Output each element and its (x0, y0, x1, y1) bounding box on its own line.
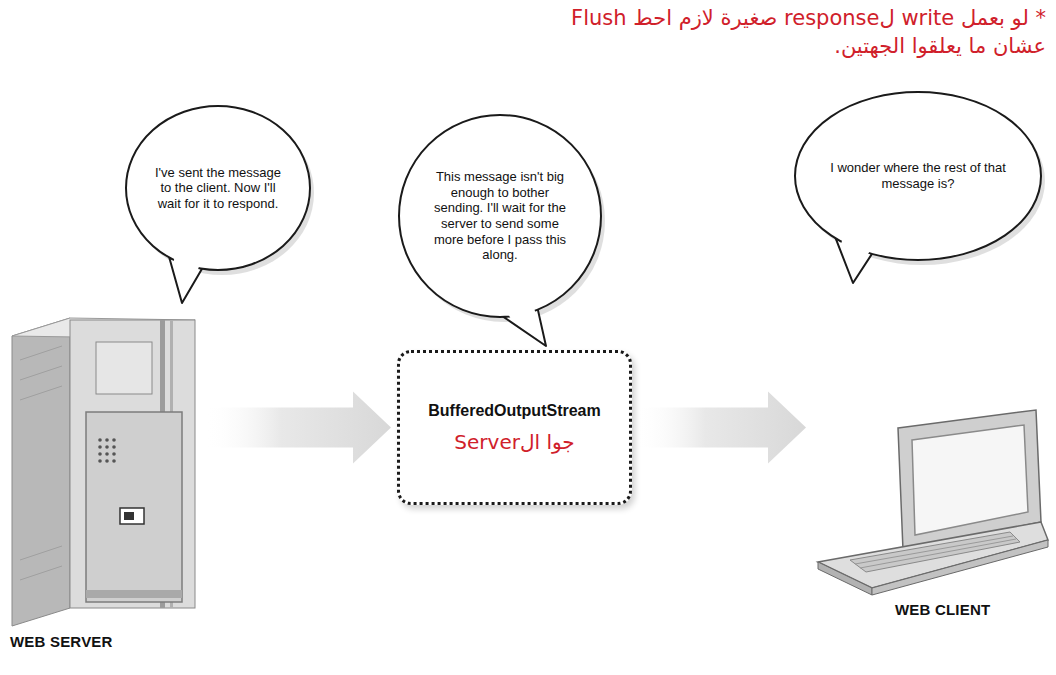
handwritten-note: * لو بعمل write لresponse صغيرة لازم احط… (518, 4, 1046, 61)
laptop-screen (912, 425, 1028, 535)
bubble-text: This message isn't big enough to bother … (426, 169, 574, 263)
bubble-text: I wonder where the rest of that message … (828, 160, 1008, 191)
bubble-text-block: I've sent the message to the client. Now… (151, 165, 286, 212)
server-grille (98, 438, 116, 463)
server-vent (20, 566, 62, 580)
speech-bubble: I've sent the message to the client. Now… (124, 104, 312, 272)
speech-bubble: I wonder where the rest of that message … (793, 90, 1043, 262)
bubble-text-block: I wonder where the rest of that message … (828, 160, 1008, 191)
server-slot (120, 508, 144, 524)
keyboard-row (860, 539, 1016, 568)
bubble-join (506, 305, 536, 320)
buffer-box: BufferedOutputStream جوا الServer (397, 350, 632, 505)
block-arrow (208, 392, 391, 464)
device-node: WEB CLIENT (812, 405, 1052, 620)
server-slot (124, 512, 134, 520)
server-bay (96, 342, 152, 394)
bubble-text: I've sent the message to the client. Now… (151, 165, 286, 212)
server-base (86, 590, 182, 598)
server-label: WEB SERVER (10, 633, 113, 650)
block-arrow (638, 392, 806, 464)
server-vent (20, 386, 62, 400)
server-side (12, 318, 70, 626)
server-vent (20, 346, 62, 360)
device-node: WEB SERVER (6, 300, 202, 656)
speech-bubble: This message isn't big enough to bother … (397, 113, 603, 319)
bubble-join (841, 236, 872, 256)
server-front (70, 320, 195, 608)
server-vent (20, 546, 62, 560)
keyboard-row (855, 536, 1013, 564)
server-vent (20, 366, 62, 380)
laptop-keyboard (850, 532, 1020, 572)
bubble-ellipse (126, 106, 310, 270)
class-name: BufferedOutputStream (428, 402, 600, 420)
handwritten-note: جوا الServer (454, 430, 574, 454)
bubble-ellipse (399, 115, 601, 317)
server-panel (86, 412, 182, 602)
bubble-join (173, 254, 200, 272)
client-label: WEB CLIENT (895, 601, 990, 618)
bubble-text-block: This message isn't big enough to bother … (426, 169, 574, 263)
bubble-ellipse (795, 92, 1041, 260)
